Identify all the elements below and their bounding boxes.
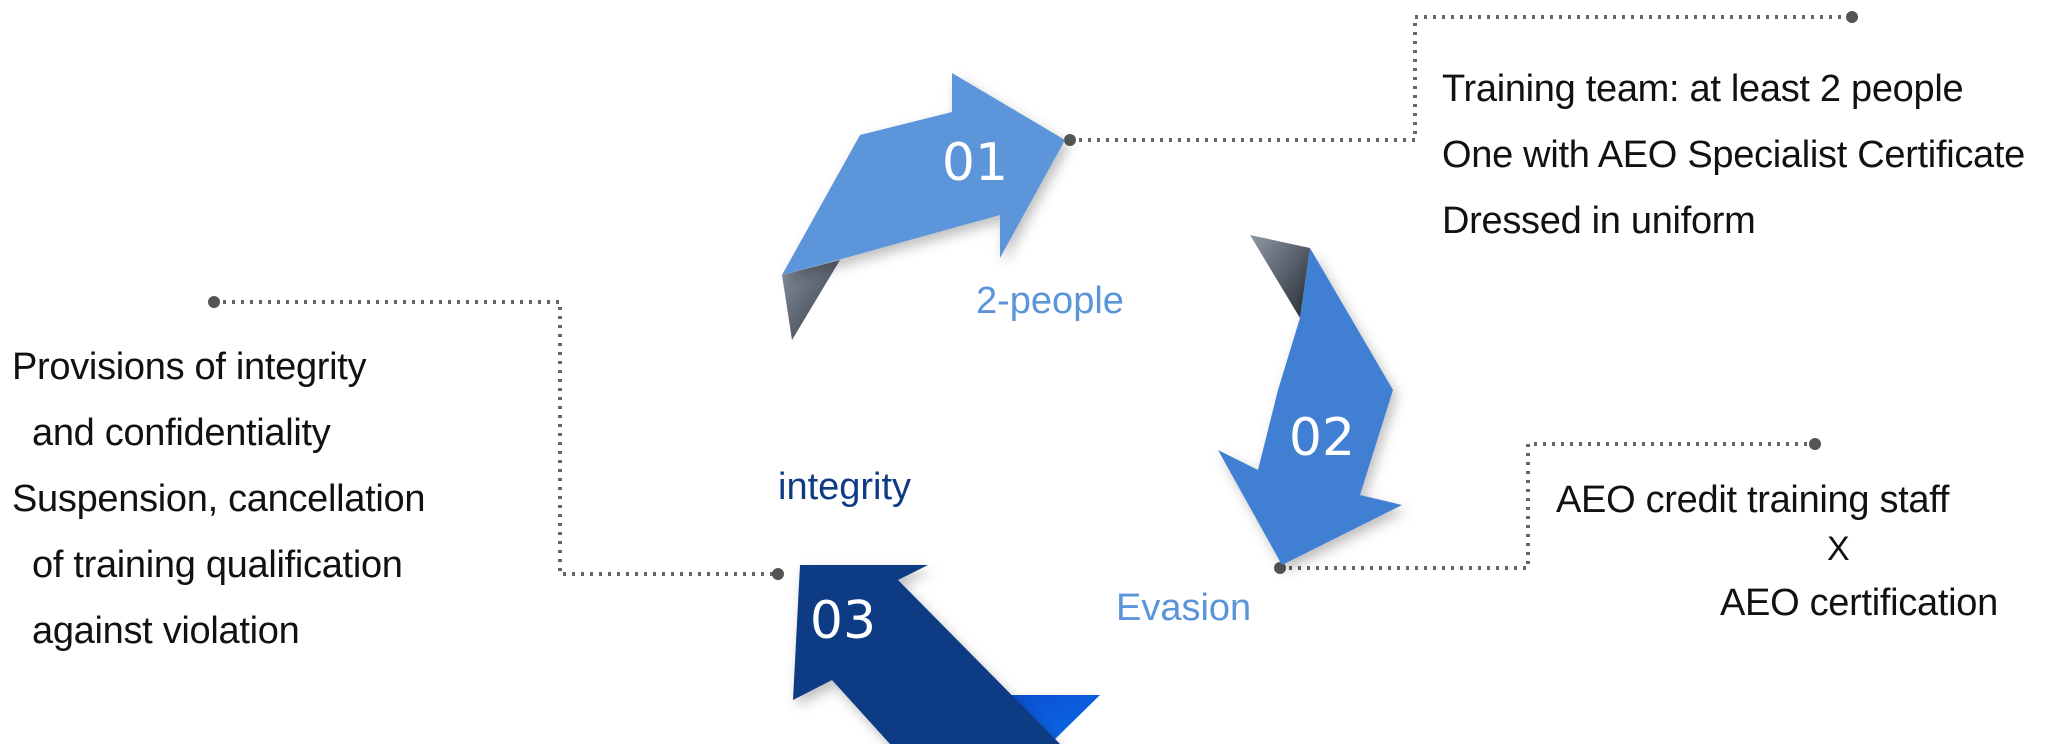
arrow-02-fold: [1250, 235, 1310, 318]
arrow-03-body: [793, 565, 1060, 744]
connector-01-end-dot: [1846, 11, 1858, 23]
step-01-bullet-3: Dressed in uniform: [1442, 200, 1756, 242]
arrow-01-fold: [782, 260, 840, 340]
step-03-bullet-2: Suspension, cancellation: [12, 478, 426, 520]
connector-03-end-dot: [772, 568, 784, 580]
step-01-text-block: Training team: at least 2 people One wit…: [1442, 56, 2025, 254]
arrow-01: 01: [782, 73, 1065, 340]
connector-02: [1280, 442, 1815, 570]
step-02-bullet-2: AEO certification: [1720, 582, 1998, 624]
step-03-bullet-2-cont: against violation: [32, 610, 300, 652]
step-03-bullet-2-cont: of training qualification: [32, 544, 403, 586]
connector-03: [214, 300, 778, 576]
connector-01: [1070, 15, 1852, 142]
step-02-keyword: Evasion: [1116, 587, 1252, 629]
step-01-bullet-2: One with AEO Specialist Certificate: [1442, 134, 2025, 176]
arrow-03: 03: [793, 565, 1100, 744]
connector-03-start-dot: [208, 296, 220, 308]
connector-01-start-dot: [1064, 134, 1076, 146]
step-01-bullet-1: Training team: at least 2 people: [1442, 68, 1964, 110]
step-03-text-block: Provisions of integrity and confidential…: [12, 334, 426, 664]
step-02-bullet-1: AEO credit training staff: [1556, 479, 1950, 521]
step-02-connector-symbol: X: [1827, 530, 1850, 568]
step-03-keyword: integrity: [778, 466, 912, 508]
arrow-01-body: [782, 73, 1065, 275]
arrow-02: 02: [1218, 235, 1402, 565]
step-03-bullet-1-cont: and confidentiality: [32, 412, 331, 454]
step-03-bullet-1: Provisions of integrity: [12, 346, 367, 388]
step-01-keyword: 2-people: [976, 280, 1124, 322]
connector-02-end-dot: [1809, 438, 1821, 450]
step-number-02: 02: [1289, 408, 1355, 468]
step-number-01: 01: [942, 133, 1008, 193]
step-number-03: 03: [810, 591, 876, 651]
connector-02-start-dot: [1274, 562, 1286, 574]
arrow-02-body: [1218, 248, 1402, 565]
